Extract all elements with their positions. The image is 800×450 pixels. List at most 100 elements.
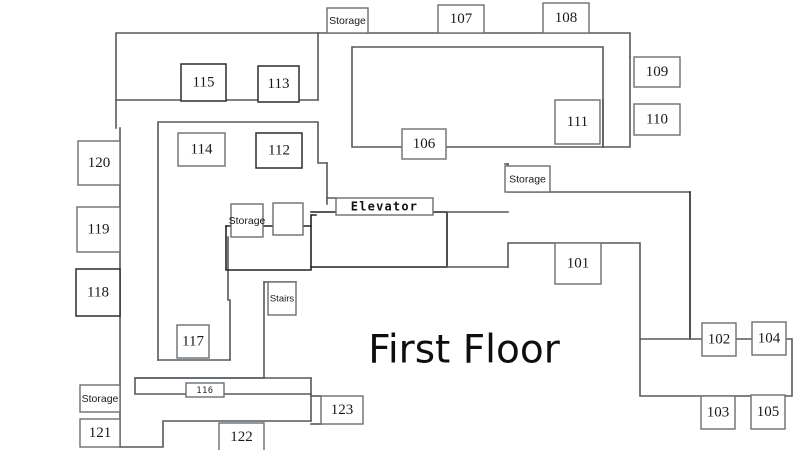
wall-group-right-rooms xyxy=(602,56,631,148)
room-114[interactable]: 114 xyxy=(177,132,226,167)
room-box-storage-mid-right[interactable] xyxy=(504,165,551,193)
room-105[interactable]: 105 xyxy=(750,394,786,430)
room-label-120: 120 xyxy=(88,155,111,171)
room-109[interactable]: 109 xyxy=(633,56,681,88)
room-box-114[interactable] xyxy=(177,132,226,167)
wall-elevator-enclosure xyxy=(310,211,448,268)
room-104[interactable]: 104 xyxy=(751,321,787,356)
room-box-113[interactable] xyxy=(257,65,300,103)
room-box-109[interactable] xyxy=(633,56,681,88)
room-102[interactable]: 102 xyxy=(701,322,737,357)
service-room-unlabeled-room[interactable] xyxy=(272,202,304,236)
room-label-116: 116 xyxy=(196,386,213,396)
room-box-117[interactable] xyxy=(176,324,210,359)
room-116[interactable]: 116 xyxy=(185,382,225,398)
service-room-stairs[interactable]: Stairs xyxy=(267,281,297,316)
room-108[interactable]: 108 xyxy=(542,2,590,34)
wall-central-corridor-top xyxy=(326,162,337,199)
room-106[interactable]: 106 xyxy=(401,128,447,160)
wall-top-corridor-outer xyxy=(115,32,631,101)
service-room-storage-center[interactable]: Storage xyxy=(229,203,266,238)
room-box-111[interactable] xyxy=(554,99,601,145)
wall-inner-left-block xyxy=(157,121,328,361)
room-box-101[interactable] xyxy=(554,242,602,285)
room-label-119: 119 xyxy=(88,221,110,237)
room-box-110[interactable] xyxy=(633,103,681,136)
room-101[interactable]: 101 xyxy=(554,242,602,285)
wall-bottom-left-return xyxy=(119,420,312,448)
wall-right-vertical-109-110 xyxy=(602,56,631,148)
service-label-boxes: StorageStorageStorageStorageStairsElevat… xyxy=(79,7,551,413)
room-box-103[interactable] xyxy=(700,395,736,430)
room-box-118[interactable] xyxy=(75,268,121,317)
room-label-106: 106 xyxy=(413,136,436,152)
page-title: First Floor xyxy=(368,328,560,373)
wall-group-bottom-right xyxy=(639,338,793,397)
room-label-109: 109 xyxy=(646,64,669,80)
room-box-112[interactable] xyxy=(255,132,303,169)
service-room-storage-bottom-left[interactable]: Storage xyxy=(79,384,121,413)
wall-group-inner-left-block xyxy=(157,121,328,361)
room-label-elevator: Elevator xyxy=(351,200,418,214)
room-box-108[interactable] xyxy=(542,2,590,34)
room-103[interactable]: 103 xyxy=(700,395,736,430)
room-box-115[interactable] xyxy=(180,63,227,102)
room-box-123[interactable] xyxy=(320,395,364,425)
room-box-stairs[interactable] xyxy=(267,281,297,316)
wall-group-bottom-corridor xyxy=(134,377,322,425)
room-122[interactable]: 122 xyxy=(218,422,265,450)
room-label-114: 114 xyxy=(191,141,213,157)
room-label-108: 108 xyxy=(555,10,578,26)
room-121[interactable]: 121 xyxy=(79,418,121,448)
room-117[interactable]: 117 xyxy=(176,324,210,359)
room-box-102[interactable] xyxy=(701,322,737,357)
service-room-storage-top[interactable]: Storage xyxy=(326,7,369,34)
room-label-stairs: Stairs xyxy=(270,294,295,305)
wall-center-storage-block xyxy=(225,214,317,271)
room-label-113: 113 xyxy=(268,76,290,92)
room-label-110: 110 xyxy=(646,111,668,127)
room-label-121: 121 xyxy=(89,425,112,441)
room-label-boxes: 101 102 103 104 105 106 107 108 109 110 111 112 113 1… xyxy=(75,2,787,450)
room-box-122[interactable] xyxy=(218,422,265,450)
room-112[interactable]: 112 xyxy=(255,132,303,169)
room-label-storage-center: Storage xyxy=(229,215,266,227)
room-label-118: 118 xyxy=(87,284,109,300)
room-box-storage-bottom-left[interactable] xyxy=(79,384,121,413)
room-label-105: 105 xyxy=(757,404,780,420)
room-box-105[interactable] xyxy=(750,394,786,430)
room-label-122: 122 xyxy=(230,429,253,445)
room-110[interactable]: 110 xyxy=(633,103,681,136)
room-box-107[interactable] xyxy=(437,4,485,34)
room-box-119[interactable] xyxy=(76,206,121,253)
room-113[interactable]: 113 xyxy=(257,65,300,103)
room-box-storage-center[interactable] xyxy=(230,203,264,238)
room-label-storage-top: Storage xyxy=(329,15,366,27)
room-box-116[interactable] xyxy=(185,382,225,398)
room-115[interactable]: 115 xyxy=(180,63,227,102)
room-box-120[interactable] xyxy=(77,140,121,186)
room-label-storage-mid-right: Storage xyxy=(509,173,546,185)
room-120[interactable]: 120 xyxy=(77,140,121,186)
room-118[interactable]: 118 xyxy=(75,268,121,317)
room-box-unlabeled-room[interactable] xyxy=(272,202,304,236)
room-label-storage-bottom-left: Storage xyxy=(82,393,119,405)
room-107[interactable]: 107 xyxy=(437,4,485,34)
wall-group-central-corridor xyxy=(326,162,337,205)
room-label-117: 117 xyxy=(182,333,204,349)
room-box-121[interactable] xyxy=(79,418,121,448)
wall-bottom-right-block xyxy=(639,338,793,397)
room-111[interactable]: 111 xyxy=(554,99,601,145)
service-room-storage-mid-right[interactable]: Storage xyxy=(504,165,551,193)
wall-117-block-right xyxy=(227,236,231,361)
room-box-106[interactable] xyxy=(401,128,447,160)
room-123[interactable]: 123 xyxy=(320,395,364,425)
room-label-112: 112 xyxy=(268,142,290,158)
room-box-elevator[interactable] xyxy=(335,197,434,216)
room-119[interactable]: 119 xyxy=(76,206,121,253)
service-room-elevator[interactable]: Elevator xyxy=(335,197,434,216)
room-box-storage-top[interactable] xyxy=(326,7,369,34)
room-box-104[interactable] xyxy=(751,321,787,356)
room-label-123: 123 xyxy=(331,402,354,418)
room-label-101: 101 xyxy=(567,255,590,271)
